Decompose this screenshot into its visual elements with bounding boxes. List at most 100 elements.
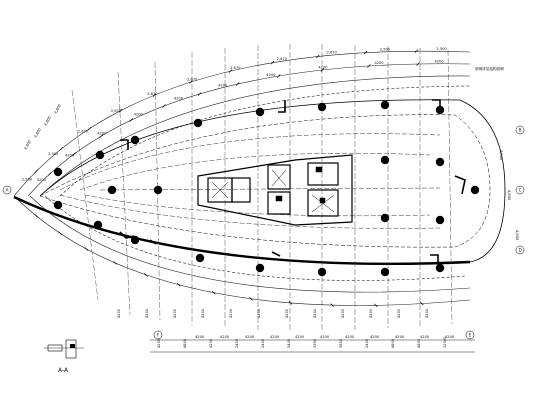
section-label: A-A [58,367,69,374]
axis-bubble: C [515,185,525,195]
bottom-dimension-text: 4200 [345,335,355,339]
second-dimension-text: 4200 [134,113,144,117]
bottom-dimension-text: 4200 [220,335,230,339]
tick-mark [162,104,166,108]
bottom-dimension-text: 4200 [209,338,213,348]
tick-mark [320,68,325,72]
building-outline [13,99,506,266]
bottom-dimension-text: 3900 [313,338,317,348]
top-dimension-text: 2,500 [48,152,59,156]
bottom-dimension-text: 4200 [257,308,261,318]
axis-bubble-label: C [519,187,522,192]
second-dimension-text: 4200 [318,66,328,70]
bottom-dimension-text: 2400 [365,338,369,348]
top-dimension-text: 2,500 [436,47,447,51]
column-marker [435,215,445,225]
second-dimension-text: 4200 [97,132,107,136]
tick-mark [197,92,202,96]
section-marker: A-A [44,339,84,374]
left-dimension-text: 4,800 [33,127,42,139]
second-dimension-text: 4200 [374,61,384,65]
tick-mark [367,64,371,68]
column-marker [435,157,445,167]
column-marker [380,100,390,110]
tick-mark [34,169,39,173]
column-marker [380,267,390,277]
bottom-dimension-text: 4200 [397,308,401,318]
column-marker [193,118,203,128]
axis-bubble-label: A [6,187,9,192]
column-marker [317,267,327,277]
left-dimension-text: 4,800 [23,139,32,151]
bottom-dimension-text: 3600 [339,338,343,348]
bottom-dimension-text: 2400 [287,338,291,348]
column-marker [317,102,327,112]
wall-fragments [119,99,466,265]
bottom-dimension-text: 4200 [369,308,373,318]
bottom-dimension-text: 4800 [417,338,421,348]
bottom-dimension-text: 4200 [145,308,149,318]
column-group [53,100,480,277]
bottom-dimension-text: 4200 [117,308,121,318]
column-marker [435,263,445,273]
bottom-dimension-text: 4200 [320,335,330,339]
axis-bubble: D [515,245,525,255]
radial-grid [71,44,453,330]
bottom-dimension-text: 2400 [261,338,265,348]
axis-bubble-label: F [157,332,160,337]
bottom-dimension-text: 4200 [425,308,429,318]
bottom-dimension-text: 4200 [285,308,289,318]
second-dimension-text: 4200 [266,73,276,77]
top-dimension-text: 2,670 [111,109,122,113]
axis-bubble-circle [515,125,525,135]
tick-mark [58,231,62,236]
tick-mark [88,126,92,131]
axis-bubble: B [515,125,525,135]
top-dimension-text: 2,670 [230,66,241,70]
axis-bubble-circle [515,245,525,255]
tick-mark [129,118,134,122]
axis-bubble-circle [515,185,525,195]
column-marker [95,150,105,160]
tick-mark [270,60,275,65]
tick-mark [330,303,334,307]
axis-bubble: E [465,330,475,340]
column-marker [53,167,63,177]
second-dimension-text: 4200 [65,153,75,157]
column-marker [53,200,63,210]
bottom-dimension-text: 4200 [395,335,405,339]
bottom-dimension-text: 4200 [173,308,177,318]
column-marker [153,185,163,195]
tick-mark [144,273,148,277]
dimension-texts: 2,5002,5002,6702,6702,6702,6702,6702,670… [22,47,519,348]
axis-bubble: F [153,330,163,340]
core-details [211,166,335,213]
dimension-ticks [34,49,424,308]
left-dimension-text: 4,800 [43,115,52,127]
column-marker [380,155,390,165]
top-dimension-text: 2,670 [277,57,288,61]
tick-mark [47,172,52,176]
top-dimension-text: 2,500 [380,47,391,51]
bottom-dimension-strip [150,339,475,353]
core-walls [197,154,353,226]
tick-mark [276,74,281,78]
column-marker [470,185,480,195]
column-marker [195,253,205,263]
axis-bubble-label: E [469,332,472,337]
tick-mark [59,146,64,151]
bottom-dimension-text: 4200 [229,308,233,318]
bottom-dimension-text: 4200 [370,335,380,339]
tick-mark [374,303,378,308]
tick-mark [99,134,104,138]
right-dimension-text: 4,800 [515,230,519,241]
bottom-dimension-text: 4200 [195,335,205,339]
top-dimension-text: 2,670 [327,51,338,55]
tick-mark [288,301,293,305]
column-marker [255,107,265,117]
bottom-dimension-text: 2400 [235,338,239,348]
tick-mark [84,247,89,251]
second-dimension-text: 4200 [218,83,228,87]
second-dimension-text: 4200 [174,96,184,100]
tick-mark [189,80,193,84]
